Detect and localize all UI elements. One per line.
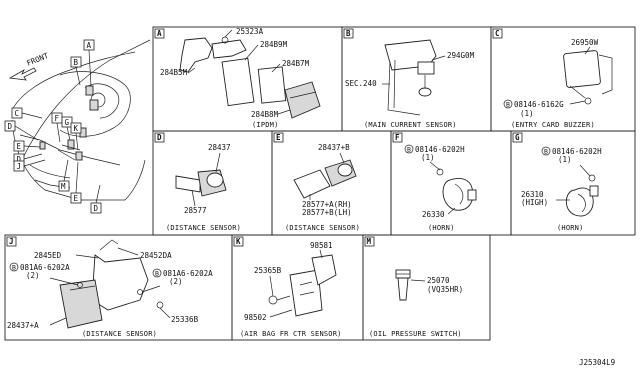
part-qty-j-1: (2)	[26, 271, 40, 280]
callout-letter-b: B	[74, 58, 79, 67]
panel-k-id: K	[236, 237, 241, 246]
caption-g: (HORN)	[557, 224, 584, 232]
caption-f: (HORN)	[428, 224, 455, 232]
part-label-b-1: 294G0M	[447, 51, 475, 60]
panel-k: K 98581 25365B 98502 (AIR BAG FR CTR SEN…	[231, 234, 364, 341]
part-label-j-6: 28437+A	[7, 321, 39, 330]
callout-letter-e-left: E	[17, 142, 22, 151]
callout-letter-k: K	[74, 124, 79, 133]
caption-b: (MAIN CURRENT SENSOR)	[364, 121, 457, 129]
panel-a: A 25323A 284B9M 284B7M 284B5M 284B8M (IP…	[152, 26, 343, 132]
caption-m: (OIL PRESSURE SWITCH)	[369, 330, 462, 338]
panel-g: G B 08146-6202H (1) 26310 (HIGH) (HORN)	[510, 130, 636, 236]
panel-j-id: J	[9, 237, 14, 246]
part-label-j-5: 25336B	[171, 315, 199, 324]
panel-b: B 294G0M SEC.240 (MAIN CURRENT SENSOR)	[341, 26, 492, 132]
callout-letter-f: F	[55, 114, 60, 123]
part-label-j-3: 081A6-6202A	[20, 263, 70, 272]
bolt-symbol-j-2: B	[155, 270, 159, 278]
callout-letter-m: M	[61, 182, 66, 191]
callout-letter-c: C	[15, 109, 20, 118]
part-label-g-3: (HIGH)	[521, 198, 548, 207]
vehicle-overview: FRONT A B C D F G K E D J M E	[4, 39, 151, 214]
panel-d-id: D	[157, 133, 162, 142]
bolt-symbol-j-1: B	[12, 264, 16, 272]
part-label-c-1: 26950W	[571, 38, 599, 47]
part-label-g-2: 26310	[521, 190, 544, 199]
panel-c: C 26950W B 08146-6162G (1) (ENTRY CARD B…	[490, 26, 636, 132]
callout-letter-e-lower: E	[74, 194, 79, 203]
panel-j: J 2845ED 28452DA B 081A6-6202A (2) B 081…	[4, 234, 233, 341]
part-label-b-2: SEC.240	[345, 79, 377, 88]
panel-e-id: E	[276, 133, 281, 142]
callout-letter-d-right: D	[94, 204, 99, 213]
caption-k: (AIR BAG FR CTR SENSOR)	[240, 330, 342, 338]
panel-m-id: M	[367, 237, 372, 246]
front-direction-label: FRONT	[25, 51, 50, 68]
bolt-symbol-g: B	[544, 148, 548, 156]
caption-a: (IPDM)	[252, 121, 279, 129]
caption-c: (ENTRY CARD BUZZER)	[511, 121, 595, 129]
part-qty-f: (1)	[421, 153, 435, 162]
part-label-e-3: 28577+B(LH)	[302, 208, 352, 217]
caption-j: (DISTANCE SENSOR)	[82, 330, 157, 338]
part-label-a-1: 25323A	[236, 27, 264, 36]
part-label-d-1: 28437	[208, 143, 231, 152]
part-label-j-1: 2845ED	[34, 251, 62, 260]
part-label-a-5: 284B8M	[251, 110, 279, 119]
panel-g-id: G	[515, 133, 520, 142]
part-label-k-3: 98502	[244, 313, 267, 322]
panel-d: D 28437 28577 (DISTANCE SENSOR)	[152, 130, 273, 236]
callout-letter-j: J	[17, 162, 22, 171]
panel-b-id: B	[346, 29, 351, 38]
part-label-a-3: 284B7M	[282, 59, 310, 68]
part-label-a-2: 284B9M	[260, 40, 288, 49]
drawing-number: J25304L9	[579, 358, 615, 367]
part-label-m-2: (VQ35HR)	[427, 285, 463, 294]
caption-e: (DISTANCE SENSOR)	[285, 224, 360, 232]
callout-letter-a: A	[87, 41, 92, 50]
callout-letter-d-left: D	[8, 122, 13, 131]
callout-letter-d-lower: D	[17, 155, 22, 164]
callout-letter-g: G	[65, 118, 70, 127]
bolt-symbol-c: B	[506, 101, 510, 109]
part-qty-c: (1)	[520, 109, 534, 118]
part-label-j-4: 081A6-6202A	[163, 269, 213, 278]
part-label-g-1: 08146-6202H	[552, 147, 602, 156]
part-label-f-2: 26330	[422, 210, 445, 219]
bolt-symbol-f: B	[407, 146, 411, 154]
part-label-j-2: 28452DA	[140, 251, 172, 260]
part-label-k-1: 98581	[310, 241, 333, 250]
part-qty-g: (1)	[558, 155, 572, 164]
panel-a-id: A	[157, 29, 162, 38]
part-label-e-2: 28577+A(RH)	[302, 200, 352, 209]
part-label-d-2: 28577	[184, 206, 207, 215]
panel-c-id: C	[495, 29, 500, 38]
panel-m: M 25070 (VQ35HR) (OIL PRESSURE SWITCH)	[362, 234, 491, 341]
part-label-m-1: 25070	[427, 276, 450, 285]
part-label-c-2: 08146-6162G	[514, 100, 564, 109]
panel-e: E 28437+B 28577+A(RH) 28577+B(LH) (DISTA…	[271, 130, 392, 236]
part-label-f-1: 08146-6202H	[415, 145, 465, 154]
part-label-k-2: 25365B	[254, 266, 282, 275]
panel-f-id: F	[395, 133, 400, 142]
part-qty-j-2: (2)	[169, 277, 183, 286]
part-label-a-4: 284B5M	[160, 68, 188, 77]
caption-d: (DISTANCE SENSOR)	[166, 224, 241, 232]
panel-f: F B 08146-6202H (1) 26330 (HORN)	[390, 130, 512, 236]
part-label-e-1: 28437+B	[318, 143, 350, 152]
